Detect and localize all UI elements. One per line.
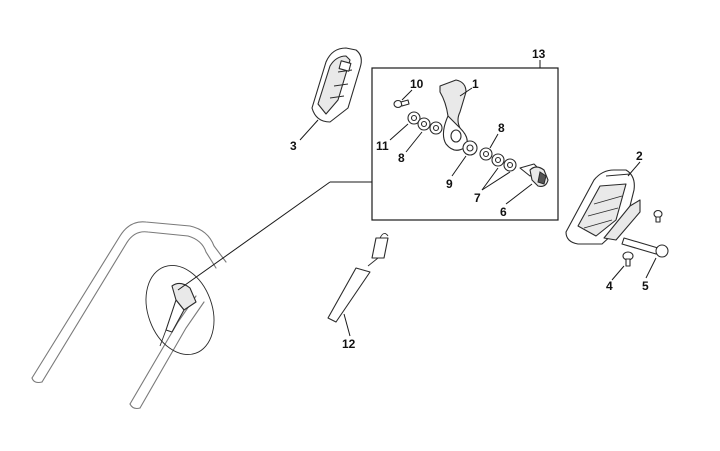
leader-12 — [343, 313, 351, 337]
part-3-housing-cover — [311, 47, 362, 123]
leader-8-left — [405, 131, 423, 153]
leader-2 — [627, 161, 641, 177]
leader-box-to-handle-diag — [177, 181, 331, 291]
callout-13: 13 — [532, 47, 546, 61]
leader-8-right — [489, 133, 499, 149]
callout-5: 5 — [642, 279, 649, 293]
callout-11: 11 — [376, 139, 389, 153]
part-8-washers-right — [479, 147, 493, 161]
part-6-cam — [519, 163, 549, 187]
leader-7a — [481, 167, 499, 191]
leader-10 — [401, 89, 413, 101]
part-5-bolt — [621, 237, 669, 258]
leader-7b — [481, 171, 511, 191]
part-10-screw — [393, 99, 410, 109]
leader-5 — [645, 257, 657, 279]
part-9-washer — [462, 140, 478, 156]
leader-11 — [389, 123, 409, 141]
part-11-washer — [407, 111, 421, 125]
callout-12: 12 — [342, 337, 356, 351]
callout-1: 1 — [472, 77, 479, 91]
leader-6 — [505, 183, 533, 205]
part-4-screw — [622, 251, 634, 267]
callout-6: 6 — [500, 205, 507, 219]
leader-4 — [611, 265, 625, 281]
leader-1 — [459, 87, 473, 97]
callout-2: 2 — [636, 149, 643, 163]
callout-9: 9 — [446, 177, 453, 191]
leader-9 — [451, 155, 467, 177]
callout-4: 4 — [606, 279, 613, 293]
mower-handle — [31, 221, 227, 410]
leader-3 — [299, 119, 319, 141]
part-8-washers-left — [417, 117, 443, 135]
callout-8-right: 8 — [498, 121, 505, 135]
part-12-cable — [327, 233, 389, 323]
part-7-washers — [491, 153, 517, 172]
callout-8-left: 8 — [398, 151, 405, 165]
handle-detail-circle — [145, 264, 215, 356]
callout-3: 3 — [290, 139, 297, 153]
callout-7: 7 — [474, 191, 481, 205]
callout-10: 10 — [410, 77, 424, 91]
part-1-lever — [439, 79, 468, 151]
part-small-screw — [653, 209, 663, 223]
part-2-housing — [565, 169, 641, 245]
detail-box-13 — [371, 67, 559, 221]
